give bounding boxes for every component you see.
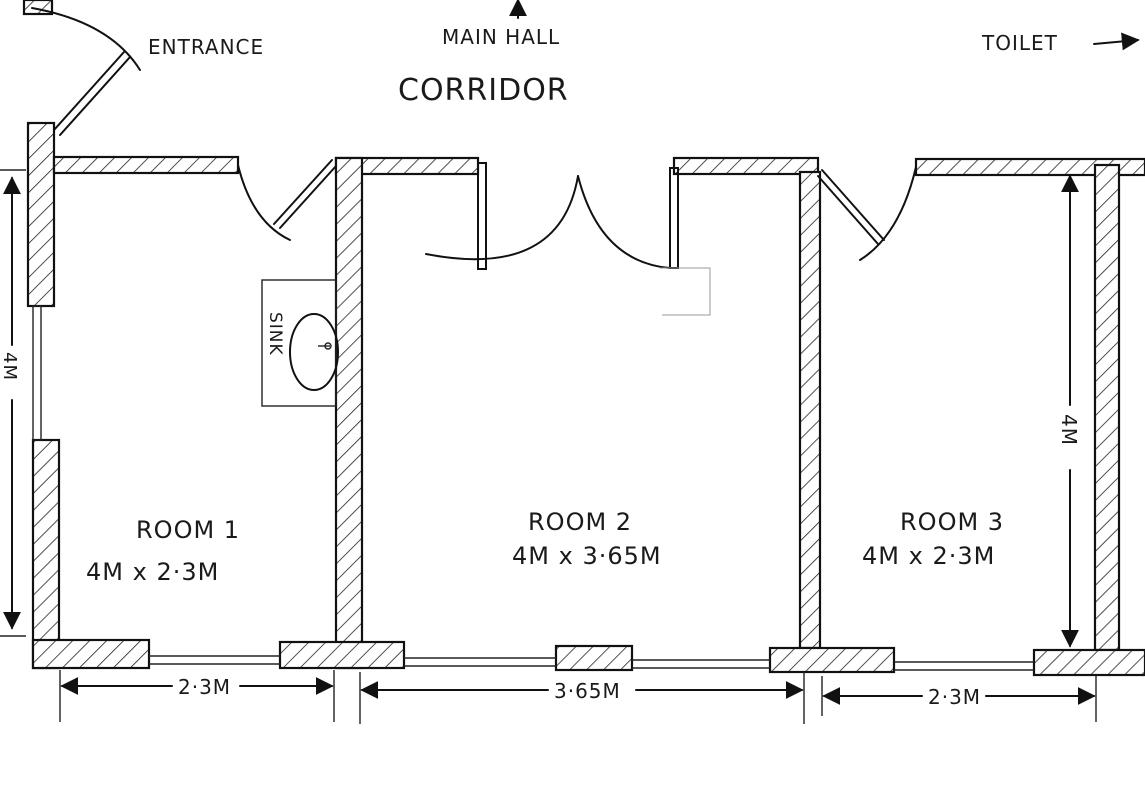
room2-width-label: 3·65M: [554, 679, 621, 703]
sink-label: SINK: [265, 312, 285, 356]
wall-top-room2-right: [672, 156, 820, 176]
wall-right: [1093, 163, 1121, 652]
wall-bottom-3: [554, 644, 634, 672]
wall-bottom-2: [278, 640, 406, 670]
walls: [22, 0, 1145, 677]
wall-bottom-1: [31, 638, 151, 670]
entrance-door: [31, 7, 141, 136]
room3-width-label: 2·3M: [928, 685, 981, 709]
window-left: [32, 305, 42, 441]
room1-size: 4M x 2·3M: [86, 558, 219, 586]
room1-width-label: 2·3M: [178, 675, 231, 699]
wall-partition-2-3: [798, 170, 822, 650]
room3-name: ROOM 3: [900, 508, 1004, 536]
sink-counter: [261, 279, 337, 407]
windows-bottom: [149, 655, 1034, 671]
wall-partition-1-2: [334, 156, 364, 670]
left-height-label: 4M: [0, 352, 20, 381]
toilet-label: TOILET: [981, 31, 1058, 55]
toilet-arrow-icon: [1093, 32, 1140, 51]
corridor-label: CORRIDOR: [398, 73, 569, 108]
room1-door: [237, 159, 337, 241]
wall-left-lower: [31, 438, 61, 670]
wall-top-room1: [52, 155, 240, 175]
right-height-label: 4M: [1057, 414, 1081, 446]
sink: SINK: [261, 279, 339, 407]
main-hall-label: MAIN HALL: [442, 25, 560, 49]
room3-size: 4M x 2·3M: [862, 542, 995, 570]
wall-left-upper: [26, 121, 56, 308]
room2-double-door: [425, 162, 711, 316]
doors: [31, 7, 917, 316]
sink-basin: [289, 313, 339, 391]
room2-size: 4M x 3·65M: [512, 542, 662, 570]
dimension-lines: [0, 169, 1097, 724]
wall-bottom-5: [1032, 648, 1145, 677]
room3-door: [817, 166, 917, 261]
room2-name: ROOM 2: [528, 508, 632, 536]
room1-name: ROOM 1: [136, 516, 240, 544]
wall-bottom-4: [768, 646, 896, 674]
entrance-label: ENTRANCE: [148, 35, 264, 59]
